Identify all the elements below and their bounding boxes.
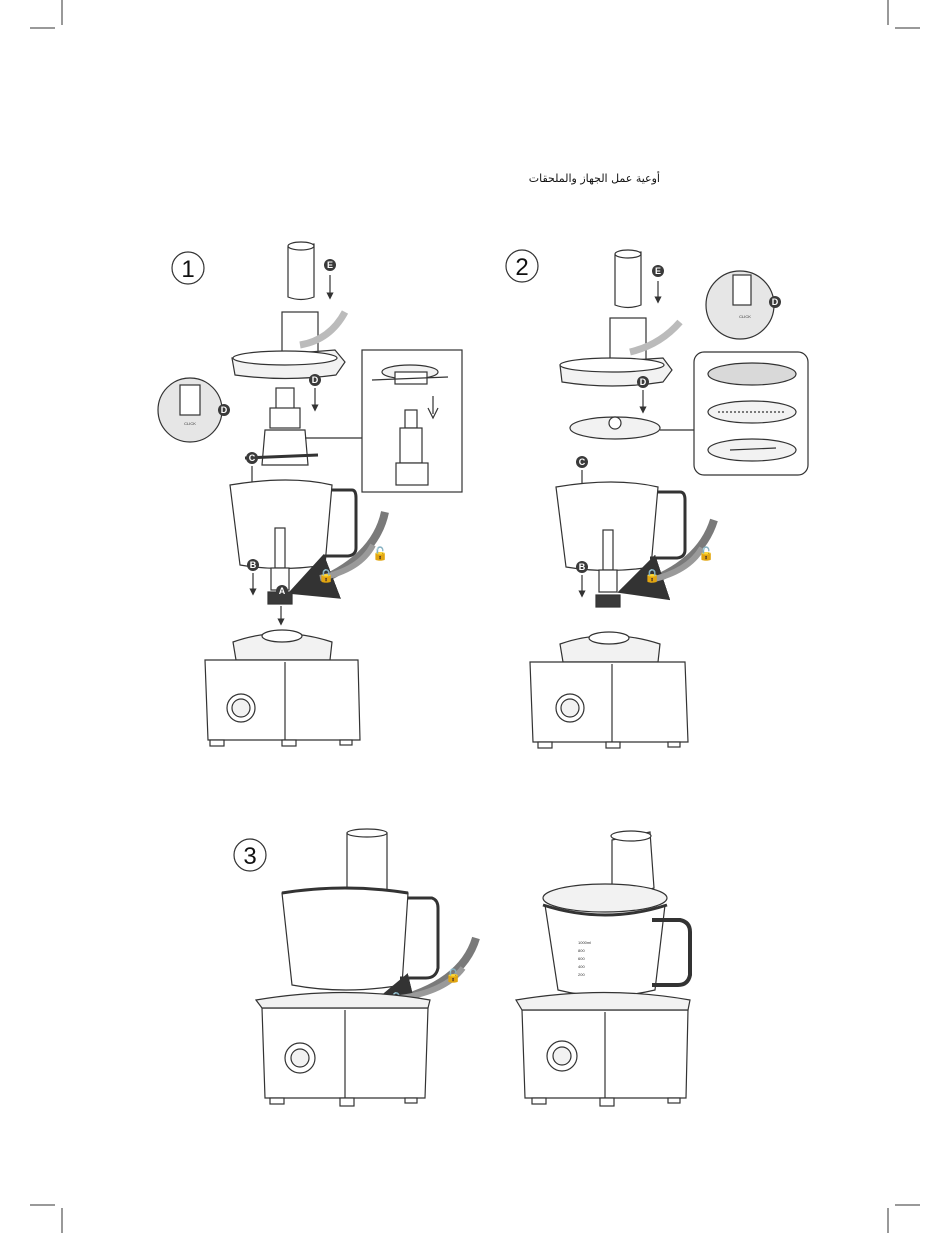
step-1-number: 1 bbox=[181, 256, 194, 283]
step-2-number: 2 bbox=[515, 254, 528, 281]
click-badge: CLICK bbox=[184, 421, 196, 426]
svg-text:200: 200 bbox=[578, 972, 585, 977]
svg-text:1000ml: 1000ml bbox=[578, 940, 591, 945]
label-d-2: D bbox=[640, 377, 647, 387]
label-e: E bbox=[327, 260, 333, 270]
label-d: D bbox=[312, 375, 319, 385]
svg-text:800: 800 bbox=[578, 948, 585, 953]
step-1-diagram: 1 E D CLICK D C bbox=[158, 242, 462, 746]
label-b: B bbox=[250, 560, 257, 570]
svg-text:600: 600 bbox=[578, 956, 585, 961]
label-d-zoom-2: D bbox=[772, 297, 779, 307]
step-2-diagram: 2 E CLICK D D C bbox=[506, 250, 808, 748]
label-c-2: C bbox=[579, 457, 586, 467]
step-3-number: 3 bbox=[243, 843, 256, 870]
crop-marks bbox=[30, 0, 920, 1233]
label-d-zoom: D bbox=[221, 405, 228, 415]
svg-text:400: 400 bbox=[578, 964, 585, 969]
label-b-2: B bbox=[579, 562, 586, 572]
lock-open-icon-2: 🔓 bbox=[698, 546, 714, 562]
step-3-diagram: 3 🔓 🔒 1000ml 800 600 400 200 bbox=[234, 829, 690, 1106]
label-e-2: E bbox=[655, 266, 661, 276]
lock-open-icon: 🔓 bbox=[372, 546, 388, 562]
lock-closed-icon-2: 🔒 bbox=[644, 569, 660, 584]
lock-closed-icon: 🔒 bbox=[318, 569, 334, 584]
lock-open-icon-3: 🔓 bbox=[445, 968, 461, 984]
label-c: C bbox=[249, 453, 256, 463]
click-badge-2: CLICK bbox=[739, 314, 751, 319]
label-a: A bbox=[279, 586, 286, 596]
